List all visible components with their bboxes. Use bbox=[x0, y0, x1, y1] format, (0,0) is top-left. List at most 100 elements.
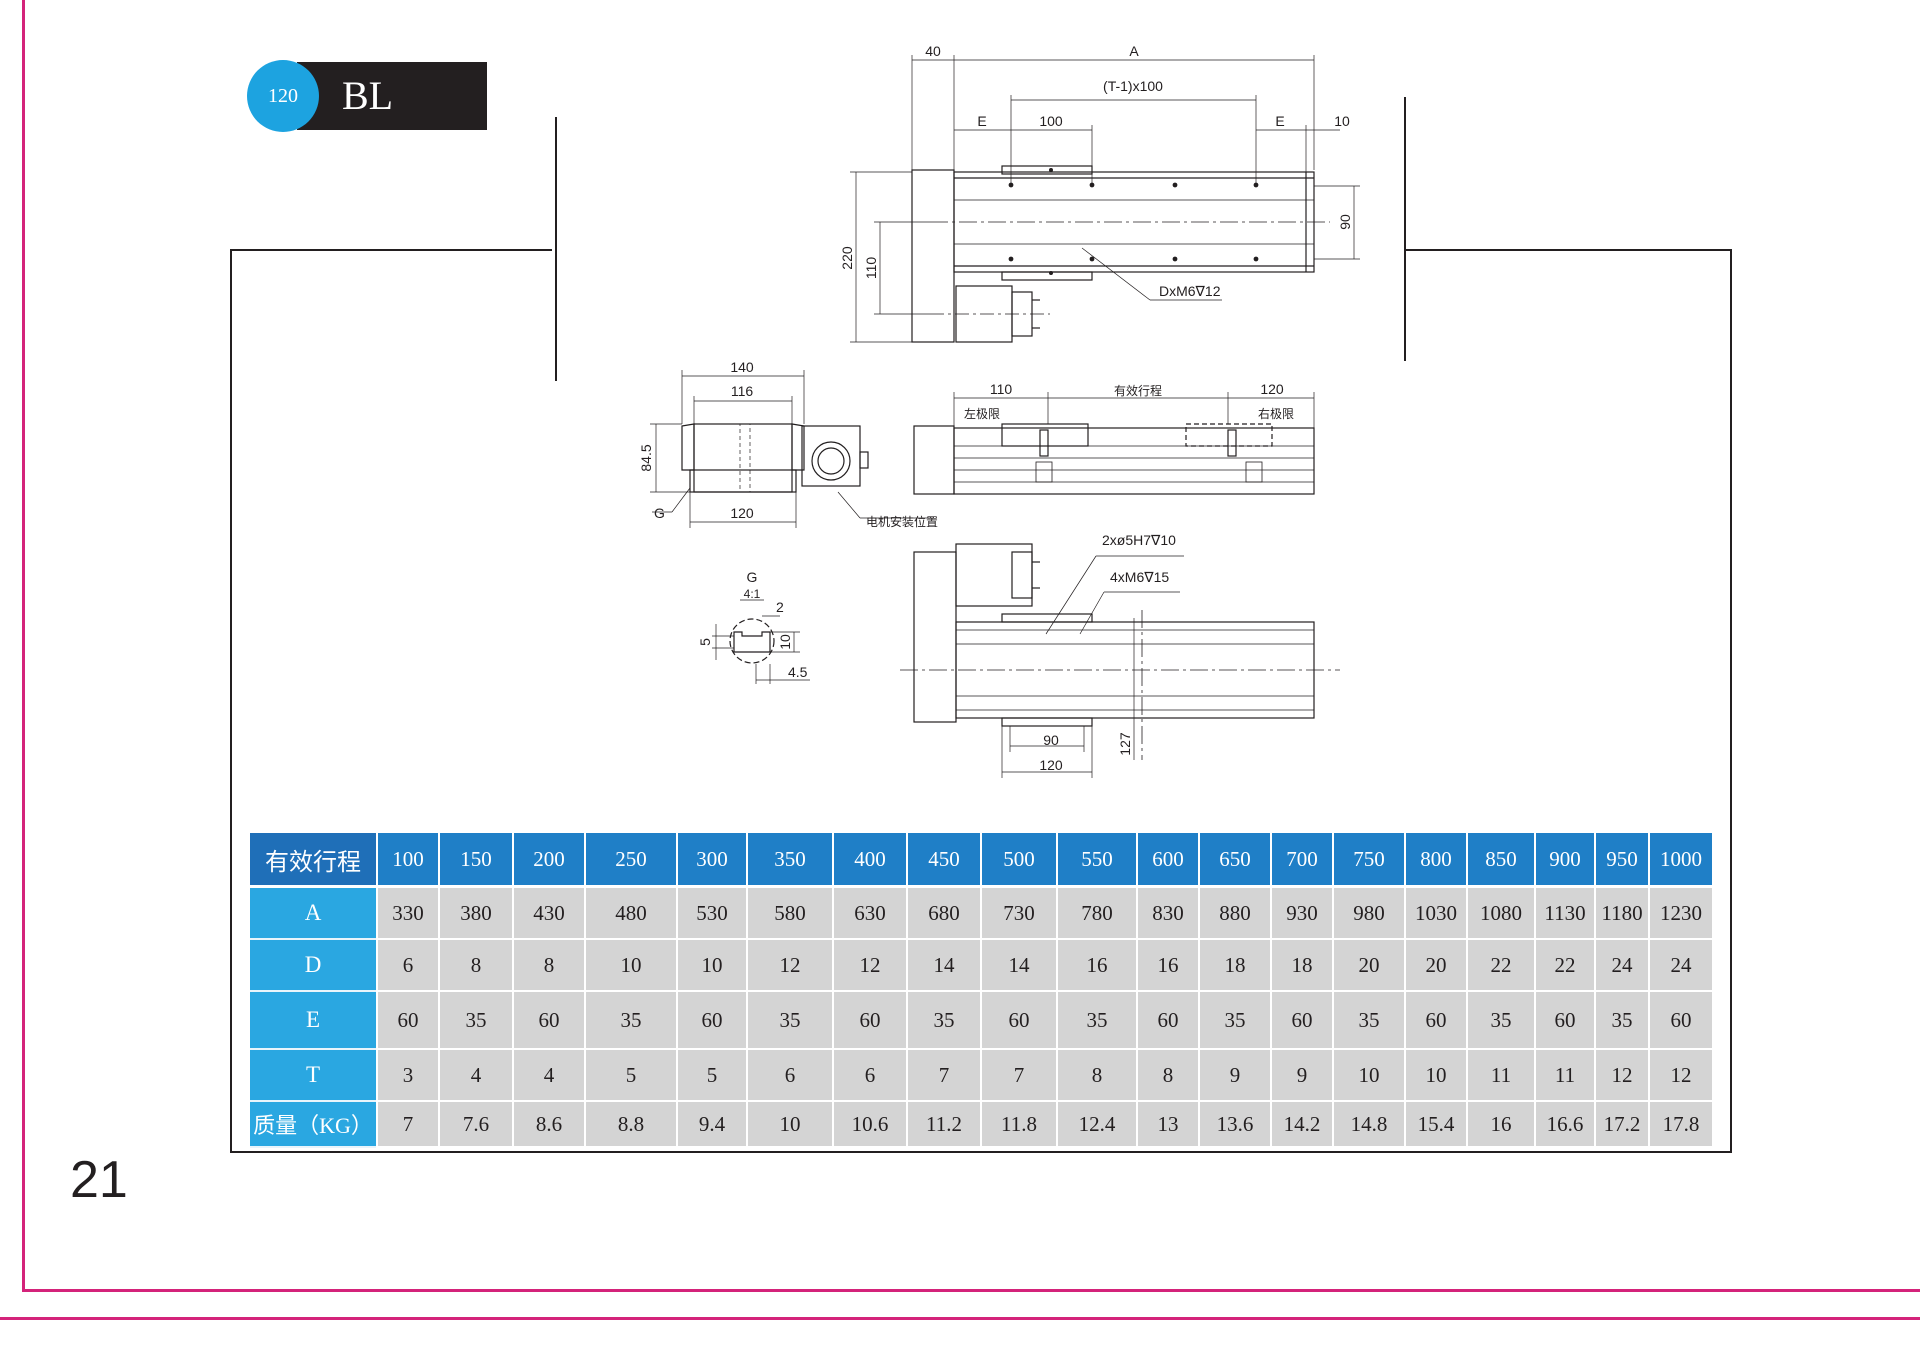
table-cell: 60 bbox=[1536, 992, 1594, 1050]
table-cell: 7 bbox=[982, 1050, 1056, 1102]
table-cell: 18 bbox=[1200, 940, 1270, 992]
dim-10: 10 bbox=[1334, 113, 1350, 129]
table-cell: 1180 bbox=[1596, 888, 1648, 940]
table-cell: 8 bbox=[1138, 1050, 1198, 1102]
table-cell: 60 bbox=[1650, 992, 1712, 1050]
table-cell: 10 bbox=[586, 940, 676, 992]
table-cell: 35 bbox=[586, 992, 676, 1050]
dim-140: 140 bbox=[730, 359, 754, 375]
table-cell: 8 bbox=[440, 940, 512, 992]
table-cell: 1030 bbox=[1406, 888, 1466, 940]
dim-pitch: (T-1)x100 bbox=[1103, 78, 1163, 94]
table-cell: 1230 bbox=[1650, 888, 1712, 940]
col-header: 500 bbox=[982, 833, 1056, 888]
dim-40: 40 bbox=[925, 43, 941, 59]
header-stroke: 有效行程 bbox=[250, 833, 376, 888]
table-cell: 60 bbox=[678, 992, 746, 1050]
table-cell: 18 bbox=[1272, 940, 1332, 992]
dim-110: 110 bbox=[863, 257, 879, 280]
table-row: E 60 35 60 35 60 35 60 35 60 35 60 35 60… bbox=[250, 992, 1712, 1050]
table-header-row: 有效行程 100 150 200 250 300 350 400 450 500… bbox=[250, 833, 1712, 888]
frame-bottom bbox=[230, 1151, 1732, 1153]
table-cell: 880 bbox=[1200, 888, 1270, 940]
col-header: 250 bbox=[586, 833, 676, 888]
detail-dim-4-5: 4.5 bbox=[788, 664, 808, 680]
table-cell: 35 bbox=[748, 992, 832, 1050]
table-cell: 16 bbox=[1138, 940, 1198, 992]
detail-dim-5: 5 bbox=[697, 638, 713, 646]
page-border-bottom bbox=[22, 1289, 1920, 1292]
table-cell: 6 bbox=[834, 1050, 906, 1102]
table-cell: 980 bbox=[1334, 888, 1404, 940]
table-cell: 20 bbox=[1334, 940, 1404, 992]
dim-116: 116 bbox=[731, 383, 754, 399]
end-view bbox=[650, 370, 934, 528]
table-cell: 35 bbox=[908, 992, 980, 1050]
series-badge: 120 BL bbox=[247, 60, 487, 132]
table-cell: 1080 bbox=[1468, 888, 1534, 940]
table-cell: 630 bbox=[834, 888, 906, 940]
col-header: 450 bbox=[908, 833, 980, 888]
dim-100: 100 bbox=[1039, 113, 1063, 129]
dim-120-end: 120 bbox=[730, 505, 754, 521]
top-view bbox=[850, 55, 1360, 343]
col-header: 150 bbox=[440, 833, 512, 888]
table-cell: 12 bbox=[834, 940, 906, 992]
motor-position-label: 电机安装位置 bbox=[866, 514, 938, 529]
col-header: 400 bbox=[834, 833, 906, 888]
frame-top-left bbox=[230, 249, 552, 251]
page-number: 21 bbox=[70, 1151, 128, 1209]
table-cell: 10 bbox=[678, 940, 746, 992]
dim-127: 127 bbox=[1117, 732, 1133, 756]
table-cell: 6 bbox=[748, 1050, 832, 1102]
table-cell: 10 bbox=[1334, 1050, 1404, 1102]
table-cell: 24 bbox=[1596, 940, 1648, 992]
side-view bbox=[913, 392, 1315, 495]
dim-90: 90 bbox=[1337, 214, 1353, 230]
table-cell: 11 bbox=[1468, 1050, 1534, 1102]
col-header: 600 bbox=[1138, 833, 1198, 888]
table-cell: 8 bbox=[1058, 1050, 1136, 1102]
dim-220: 220 bbox=[839, 246, 855, 270]
col-header: 900 bbox=[1536, 833, 1594, 888]
table-cell: 22 bbox=[1536, 940, 1594, 992]
table-cell: 380 bbox=[440, 888, 512, 940]
spec-table: 有效行程 100 150 200 250 300 350 400 450 500… bbox=[248, 833, 1714, 1148]
table-cell: 15.4 bbox=[1406, 1102, 1466, 1148]
table-cell: 780 bbox=[1058, 888, 1136, 940]
left-limit-label: 左极限 bbox=[964, 406, 1000, 421]
col-header: 650 bbox=[1200, 833, 1270, 888]
table-cell: 10.6 bbox=[834, 1102, 906, 1148]
row-label: E bbox=[250, 992, 376, 1050]
detail-g bbox=[712, 599, 810, 684]
col-header: 850 bbox=[1468, 833, 1534, 888]
col-header: 950 bbox=[1596, 833, 1648, 888]
table-cell: 10 bbox=[748, 1102, 832, 1148]
dim-120-bottom: 120 bbox=[1039, 757, 1063, 773]
col-header: 100 bbox=[378, 833, 438, 888]
table-cell: 480 bbox=[586, 888, 676, 940]
table-cell: 35 bbox=[440, 992, 512, 1050]
table-cell: 12 bbox=[1596, 1050, 1648, 1102]
detail-g-label: G bbox=[747, 569, 758, 585]
table-cell: 16 bbox=[1058, 940, 1136, 992]
table-cell: 35 bbox=[1200, 992, 1270, 1050]
table-cell: 60 bbox=[982, 992, 1056, 1050]
col-header: 300 bbox=[678, 833, 746, 888]
badge-size-number: 120 bbox=[247, 60, 319, 132]
table-row: T 3 4 4 5 5 6 6 7 7 8 8 9 9 10 10 11 11 … bbox=[250, 1050, 1712, 1102]
table-cell: 6 bbox=[378, 940, 438, 992]
dim-e-left: E bbox=[977, 113, 986, 129]
table-row: D 6 8 8 10 10 12 12 14 14 16 16 18 18 20… bbox=[250, 940, 1712, 992]
frame-right bbox=[1730, 249, 1732, 1153]
table-cell: 60 bbox=[834, 992, 906, 1050]
table-cell: 35 bbox=[1334, 992, 1404, 1050]
badge-bar bbox=[297, 62, 487, 130]
table-cell: 11 bbox=[1536, 1050, 1594, 1102]
dim-90-bottom: 90 bbox=[1043, 732, 1059, 748]
bottom-view bbox=[900, 543, 1340, 778]
table-cell: 14.2 bbox=[1272, 1102, 1332, 1148]
row-label: D bbox=[250, 940, 376, 992]
table-cell: 680 bbox=[908, 888, 980, 940]
